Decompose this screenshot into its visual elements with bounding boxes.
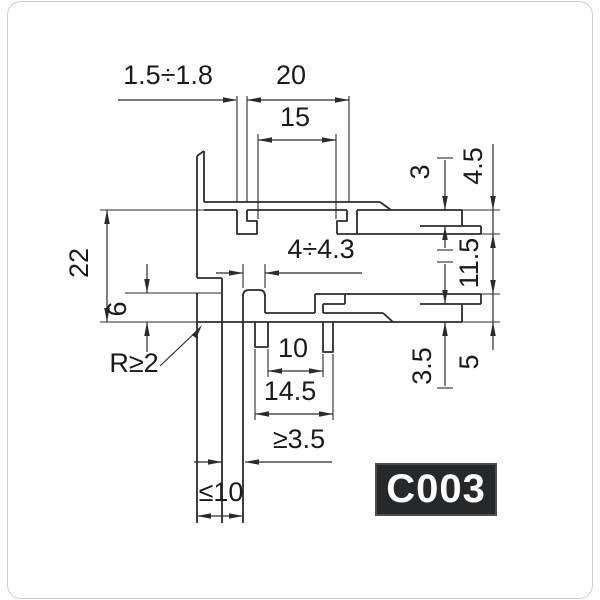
dimension-arrowhead: [319, 411, 333, 417]
profile-segment: [382, 312, 394, 323]
sheet-border: [7, 1, 593, 599]
dimension-R≥2: R≥2: [109, 325, 202, 378]
dimension-label: 3: [405, 164, 435, 179]
dimension-arrowhead: [229, 270, 243, 276]
dimension-22: 22: [64, 210, 110, 322]
dimension-arrowhead: [191, 325, 202, 339]
extension-lines: [100, 96, 500, 420]
dimension-arrowhead: [223, 97, 237, 103]
dimension-arrowhead: [309, 368, 323, 374]
profile-segment: [242, 289, 266, 313]
profile-outline: [196, 150, 482, 523]
dimension-20: 20: [247, 60, 349, 103]
dimension-arrowhead: [442, 322, 448, 336]
dimension-label: 22: [64, 248, 94, 278]
dimension-arrowhead: [265, 270, 279, 276]
dimension-label: 11.5: [454, 238, 484, 289]
dimension-arrowhead: [490, 280, 496, 294]
dimension-arrowhead: [104, 210, 110, 224]
dimension-3: 3: [405, 160, 448, 248]
profile-segment: [196, 150, 205, 157]
dimension-label: 3.5: [407, 347, 437, 385]
dimension-label: 1.5÷1.8: [123, 60, 213, 90]
dimension-1.5÷1.8: 1.5÷1.8: [118, 60, 237, 103]
profile-segment: [254, 322, 269, 348]
dimension-≥3.5: ≥3.5: [194, 424, 332, 465]
dimension-label: 4.5: [458, 147, 488, 185]
profile-segment: [322, 322, 334, 353]
dimension-arrowhead: [442, 290, 448, 304]
dimension-arrowhead: [442, 226, 448, 240]
dimension-4.5: 4.5: [458, 144, 496, 350]
profile-segment: [379, 201, 392, 211]
dimension-arrowhead: [255, 411, 269, 417]
dimension-label: ≤10: [199, 477, 244, 507]
dimension-15: 15: [258, 102, 336, 143]
dimension-arrowhead: [104, 308, 110, 322]
dimension-arrowhead: [268, 368, 282, 374]
dimension-3.5: 3.5: [407, 264, 448, 386]
dimension-6: 6: [102, 264, 150, 352]
dimension-arrowhead: [208, 459, 222, 465]
dimension-arrowhead: [490, 234, 496, 248]
dimension-arrowhead: [335, 97, 349, 103]
dimension-arrowhead: [490, 196, 496, 210]
product-code-text: C003: [386, 467, 486, 511]
dimension-label: 20: [276, 60, 306, 90]
dimension-label: 6: [102, 301, 132, 316]
profile-segment: [336, 210, 348, 234]
dimension-label: ≥3.5: [273, 424, 325, 454]
dimension-14.5: 14.5: [255, 376, 333, 417]
dimension-arrowhead: [490, 322, 496, 336]
dimension-arrowhead: [144, 322, 150, 336]
dimension-label: R≥2: [109, 348, 158, 378]
dimension-arrowhead: [247, 97, 261, 103]
dimension-arrowhead: [245, 459, 259, 465]
dimension-≤10: ≤10: [197, 477, 243, 519]
dimension-label: 10: [278, 333, 308, 363]
dimension-arrowhead: [322, 137, 336, 143]
dimension-label: 14.5: [264, 376, 317, 406]
dimension-arrowhead: [144, 279, 150, 293]
dimension-arrowhead: [258, 137, 272, 143]
dimension-4÷4.3: 4÷4.3: [216, 234, 362, 276]
profile-segment: [236, 210, 258, 235]
dimension-label: 15: [280, 102, 310, 132]
dimension-arrowhead: [229, 513, 243, 519]
product-code-badge: C003: [375, 463, 497, 516]
dimension-arrowhead: [442, 196, 448, 210]
dimension-5: 5: [454, 322, 496, 370]
dimension-label: 5: [454, 354, 484, 369]
dimension-label: 4÷4.3: [287, 234, 354, 264]
dimension-11.5: 11.5: [454, 238, 496, 294]
dimension-10: 10: [268, 333, 323, 374]
dimension-arrowhead: [197, 513, 211, 519]
